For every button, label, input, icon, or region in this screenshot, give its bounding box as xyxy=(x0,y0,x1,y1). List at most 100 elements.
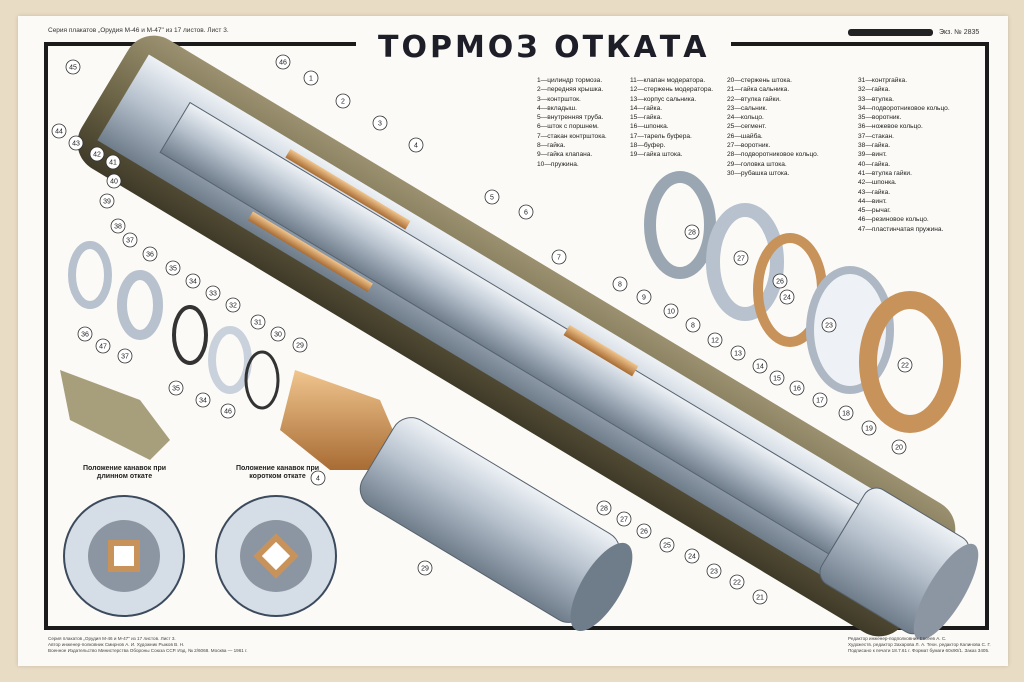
legend-item: 15—гайка. xyxy=(630,114,663,122)
callout-34: 34 xyxy=(185,273,201,289)
callout-number: 22 xyxy=(733,580,741,587)
callout-19: 19 xyxy=(861,420,877,436)
legend-item: 37—стакан. xyxy=(858,132,895,140)
callout-number: 18 xyxy=(842,411,850,418)
footer-right: Редактор инженер-подполковник Евсеев А. … xyxy=(848,636,991,654)
callout-8: 8 xyxy=(685,317,701,333)
callout-circle xyxy=(484,189,500,205)
callout-circle xyxy=(89,146,105,162)
callout-17: 17 xyxy=(812,392,828,408)
callout-37: 37 xyxy=(122,232,138,248)
callout-circle xyxy=(220,403,236,419)
callout-13: 13 xyxy=(730,345,746,361)
legend-item: 24—кольцо. xyxy=(727,114,764,122)
callout-46: 46 xyxy=(220,403,236,419)
callout-22: 22 xyxy=(897,357,913,373)
callout-22: 22 xyxy=(729,574,745,590)
callout-47: 47 xyxy=(95,338,111,354)
callout-number: 35 xyxy=(169,266,177,273)
callout-number: 26 xyxy=(640,529,648,536)
callout-10: 10 xyxy=(663,303,679,319)
callout-number: 28 xyxy=(600,506,608,513)
callout-38: 38 xyxy=(110,218,126,234)
control-rod-cup xyxy=(563,324,639,377)
callout-5: 5 xyxy=(484,189,500,205)
legend-item: 14—гайка. xyxy=(630,104,663,112)
callout-36: 36 xyxy=(77,326,93,342)
legend-item: 20—стержень штока. xyxy=(727,77,792,84)
legend-item: 39—винт. xyxy=(858,151,887,159)
callout-number: 17 xyxy=(816,398,824,405)
legend-item: 1—цилиндр тормоза. xyxy=(537,77,603,84)
callout-number: 41 xyxy=(109,160,117,167)
callout-number: 25 xyxy=(663,543,671,550)
callout-number: 38 xyxy=(114,224,122,231)
callout-circle xyxy=(372,115,388,131)
callout-circle xyxy=(110,218,126,234)
callout-4: 4 xyxy=(310,470,326,486)
callout-number: 6 xyxy=(524,210,528,217)
callout-28: 28 xyxy=(684,224,700,240)
callout-29: 29 xyxy=(292,337,308,353)
legend-item: 18—буфер. xyxy=(630,142,666,150)
callout-circle xyxy=(122,232,138,248)
callout-number: 43 xyxy=(72,141,80,148)
callout-number: 28 xyxy=(688,230,696,237)
callout-25: 25 xyxy=(659,537,675,553)
callout-circle xyxy=(225,297,241,313)
legend-item: 42—шпонка. xyxy=(858,179,897,187)
callout-30: 30 xyxy=(270,326,286,342)
callout-circle xyxy=(142,246,158,262)
legend-item: 27—воротник. xyxy=(727,142,771,150)
callout-circle xyxy=(117,348,133,364)
callout-number: 23 xyxy=(825,323,833,330)
callout-circle xyxy=(51,123,67,139)
legend-item: 34—подворотниковое кольцо. xyxy=(858,104,950,112)
callout-35: 35 xyxy=(168,380,184,396)
callout-number: 45 xyxy=(69,65,77,72)
callout-3: 3 xyxy=(372,115,388,131)
callout-26: 26 xyxy=(772,273,788,289)
callout-circle xyxy=(779,289,795,305)
callout-number: 3 xyxy=(378,121,382,128)
callout-24: 24 xyxy=(779,289,795,305)
callout-number: 46 xyxy=(279,60,287,67)
exploded-seal-rings xyxy=(644,171,961,433)
callout-number: 20 xyxy=(895,445,903,452)
callout-number: 14 xyxy=(756,364,764,371)
brake-cylinder-assembly xyxy=(77,35,979,640)
callout-circle xyxy=(518,204,534,220)
callout-23: 23 xyxy=(706,563,722,579)
callout-4: 4 xyxy=(408,137,424,153)
callout-number: 5 xyxy=(490,195,494,202)
callout-circle xyxy=(65,59,81,75)
legend-item: 44—винт. xyxy=(858,197,887,205)
legend-item: 33—втулка. xyxy=(858,95,894,103)
callout-42: 42 xyxy=(89,146,105,162)
callout-circle xyxy=(812,392,828,408)
callout-circle xyxy=(684,224,700,240)
callout-number: 34 xyxy=(199,398,207,405)
callout-number: 36 xyxy=(146,252,154,259)
callout-number: 42 xyxy=(93,152,101,159)
groove-label-long: Положение канавок при длинном откате xyxy=(82,465,167,480)
legend-item: 30—рубашка штока. xyxy=(727,169,790,177)
legend-item: 32—гайка. xyxy=(858,86,891,94)
legend-item: 35—воротник. xyxy=(858,114,902,122)
callout-circle xyxy=(105,154,121,170)
callout-circle xyxy=(95,338,111,354)
callout-circle xyxy=(861,420,877,436)
callout-45: 45 xyxy=(65,59,81,75)
callout-number: 9 xyxy=(642,295,646,302)
legend-item: 28—подворотниковое кольцо. xyxy=(727,151,819,159)
callout-circle xyxy=(99,193,115,209)
legend-item: 26—шайба. xyxy=(727,132,763,140)
callout-number: 24 xyxy=(783,295,791,302)
callout-number: 37 xyxy=(126,238,134,245)
callout-41: 41 xyxy=(105,154,121,170)
callout-24: 24 xyxy=(684,548,700,564)
callout-number: 12 xyxy=(711,338,719,345)
callout-layer: 4546123444434241403938373635343332313029… xyxy=(51,54,913,605)
callout-number: 30 xyxy=(274,332,282,339)
legend-item: 6—шток с поршнем. xyxy=(537,123,599,131)
